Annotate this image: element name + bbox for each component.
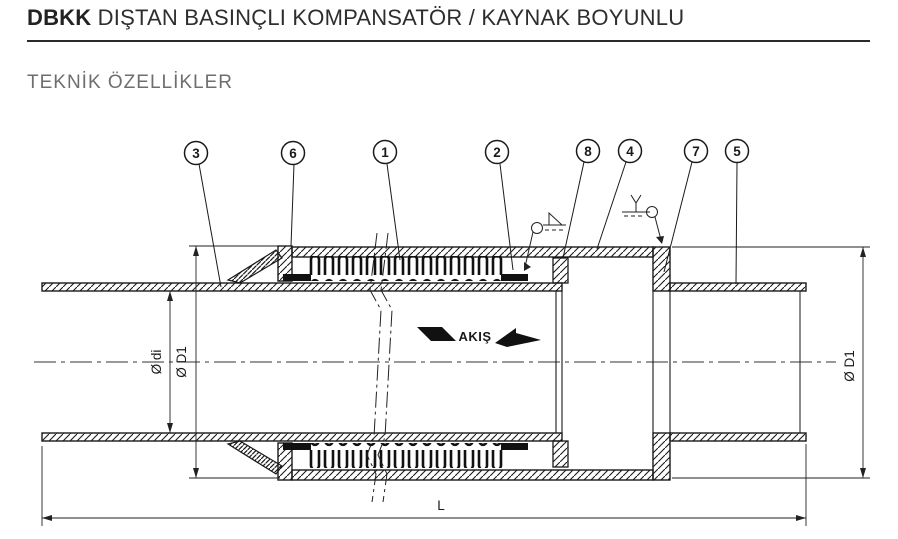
dim-label-di: Ø di — [149, 350, 164, 375]
callout-number: 1 — [381, 145, 389, 160]
section-subtitle: TEKNİK ÖZELLİKLER — [27, 72, 234, 93]
flow-arrow-icon — [495, 328, 541, 347]
callout-number: 4 — [626, 144, 634, 159]
bellows-collar — [283, 274, 311, 281]
bellows-collar — [501, 274, 528, 281]
right-pipe — [669, 282, 807, 442]
dim-label-length: L — [437, 498, 445, 513]
callout-7: 7 — [663, 138, 709, 273]
product-code: DBKK — [27, 5, 92, 30]
break-lines — [366, 232, 393, 503]
callout-1: 1 — [372, 139, 401, 261]
dim-inner-diameter: Ø di — [149, 291, 173, 433]
callout-6: 6 — [280, 140, 306, 247]
callout-number: 7 — [692, 144, 700, 159]
fillet-weld-symbol-icon — [524, 211, 566, 271]
callout-5: 5 — [724, 138, 750, 285]
cone-collar — [226, 249, 283, 475]
callout-8: 8 — [562, 138, 601, 259]
callout-4: 4 — [596, 138, 643, 250]
guide-ring — [552, 257, 569, 468]
dim-outer-diameter-right: Ø D1 — [672, 246, 870, 479]
title-divider — [27, 40, 870, 42]
left-pipe — [41, 282, 563, 442]
callout-number: 8 — [584, 144, 592, 159]
bevel-weld-symbol-icon — [622, 194, 664, 244]
flow-arrow-icon — [417, 327, 456, 341]
end-cap-ring — [652, 246, 671, 481]
page-title: DBKK DIŞTAN BASINÇLI KOMPANSATÖR / KAYNA… — [27, 5, 684, 31]
callout-number: 3 — [192, 146, 200, 161]
dim-label-d1-right: Ø D1 — [842, 350, 857, 382]
flow-label: AKIŞ — [458, 329, 491, 344]
callouts: 3 6 1 2 8 4 7 — [183, 138, 750, 288]
callout-3: 3 — [183, 140, 222, 288]
callout-number: 5 — [733, 144, 741, 159]
bellows-collar — [283, 443, 311, 450]
callout-number: 6 — [289, 146, 297, 161]
flow-indicator: AKIŞ — [417, 327, 541, 347]
callout-number: 2 — [493, 145, 501, 160]
callout-2: 2 — [484, 139, 514, 271]
product-title: DIŞTAN BASINÇLI KOMPANSATÖR / KAYNAK BOY… — [97, 5, 685, 30]
dim-label-d1-left: Ø D1 — [174, 346, 189, 378]
dim-length: L — [41, 444, 807, 526]
bellows — [283, 256, 528, 468]
dim-outer-diameter-left: Ø D1 — [174, 245, 292, 479]
bellows-collar — [501, 443, 528, 450]
